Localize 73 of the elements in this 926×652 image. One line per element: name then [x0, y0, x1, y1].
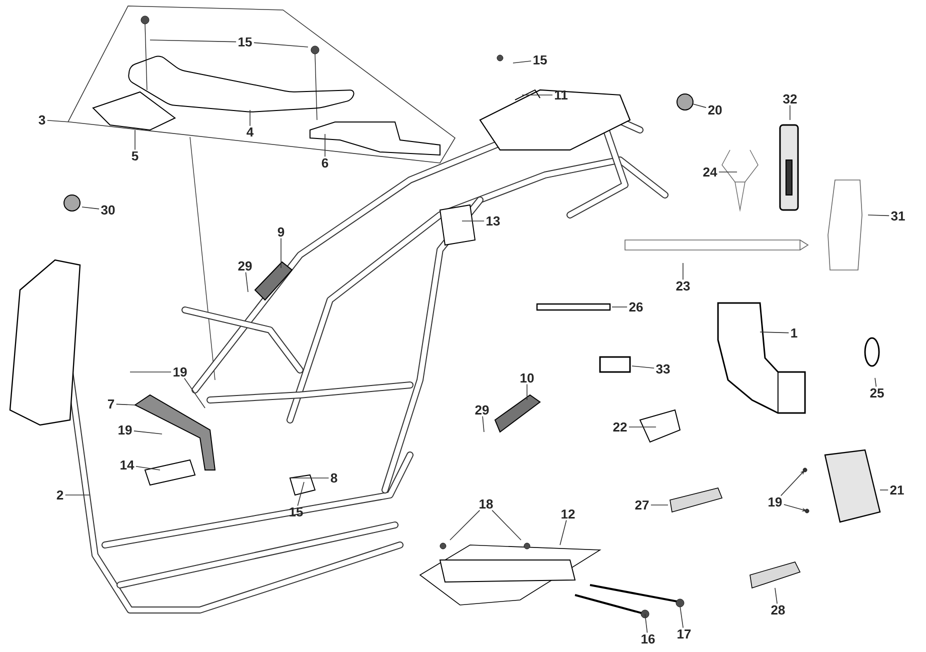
leader-line	[280, 238, 282, 268]
callout-number: 22	[613, 422, 627, 432]
callout-number: 29	[238, 261, 252, 271]
leader-line	[682, 262, 684, 280]
callout-number: 6	[322, 158, 328, 168]
callout-number: 4	[246, 128, 254, 136]
leader-line	[612, 306, 628, 308]
callout-number: 15	[534, 55, 547, 65]
callout-number: 17	[678, 630, 691, 638]
callout-number: 19	[174, 367, 187, 377]
leader-line	[136, 466, 160, 470]
leader-line	[46, 120, 70, 122]
leader-line	[874, 378, 877, 388]
leader-line	[680, 606, 684, 628]
callout-number: 29	[475, 405, 489, 415]
leader-line	[482, 416, 484, 432]
callout-number: 20	[708, 105, 722, 115]
callout-number: 21	[890, 485, 904, 495]
leader-line	[297, 482, 304, 506]
callout-number: 3	[38, 115, 46, 125]
callout-number: 25	[870, 388, 884, 398]
callout-number: 14	[120, 460, 134, 470]
callout-number: 27	[635, 500, 649, 510]
callout-number: 10	[520, 373, 534, 383]
leader-line	[324, 134, 326, 158]
callout-number: 7	[108, 400, 114, 408]
leader-line	[512, 60, 532, 64]
callout-number: 11	[554, 90, 568, 100]
leader-line	[134, 130, 136, 150]
callout-number: 15	[290, 507, 303, 517]
leader-line	[522, 94, 553, 96]
leader-line	[644, 614, 648, 634]
callout-number: 19	[118, 425, 132, 435]
leader-line	[82, 206, 100, 210]
callout-number: 12	[562, 509, 575, 519]
leader-line	[628, 426, 656, 428]
callout-number: 8	[330, 473, 338, 483]
leader-line	[450, 510, 480, 540]
leader-line	[780, 470, 805, 496]
callout-number: 1	[791, 328, 798, 338]
callout-number: 30	[101, 205, 115, 215]
callout-number: 18	[480, 499, 493, 509]
callout-number: 28	[771, 605, 785, 615]
callout-number: 19	[768, 497, 782, 507]
callout-number: 26	[629, 302, 643, 312]
leader-line	[184, 378, 206, 408]
callout-number: 24	[703, 167, 718, 177]
callout-number: 32	[783, 94, 797, 104]
leader-line	[760, 332, 790, 334]
leader-line	[64, 494, 90, 496]
callout-number: 2	[56, 490, 64, 500]
leader-line	[254, 42, 308, 48]
callout-number: 33	[656, 364, 670, 374]
leader-line	[868, 214, 890, 216]
callout-number: 9	[278, 227, 284, 237]
callout-number: 16	[642, 634, 655, 644]
leader-line	[692, 104, 706, 108]
leader-line	[150, 40, 236, 42]
leader-line	[560, 520, 567, 546]
leader-line	[774, 588, 778, 604]
callout-number: 15	[238, 37, 252, 47]
leader-line	[134, 430, 162, 434]
leader-line	[492, 510, 522, 540]
leader-line	[462, 220, 484, 222]
leader-line	[650, 504, 668, 506]
leader-line	[632, 366, 654, 369]
callout-number: 13	[486, 216, 500, 226]
leader-line	[245, 272, 248, 292]
callout-number: 5	[132, 151, 138, 161]
leader-line	[116, 404, 136, 406]
leader-line	[526, 384, 528, 400]
callout-number: 31	[891, 211, 905, 221]
callout-number: 23	[676, 281, 690, 291]
